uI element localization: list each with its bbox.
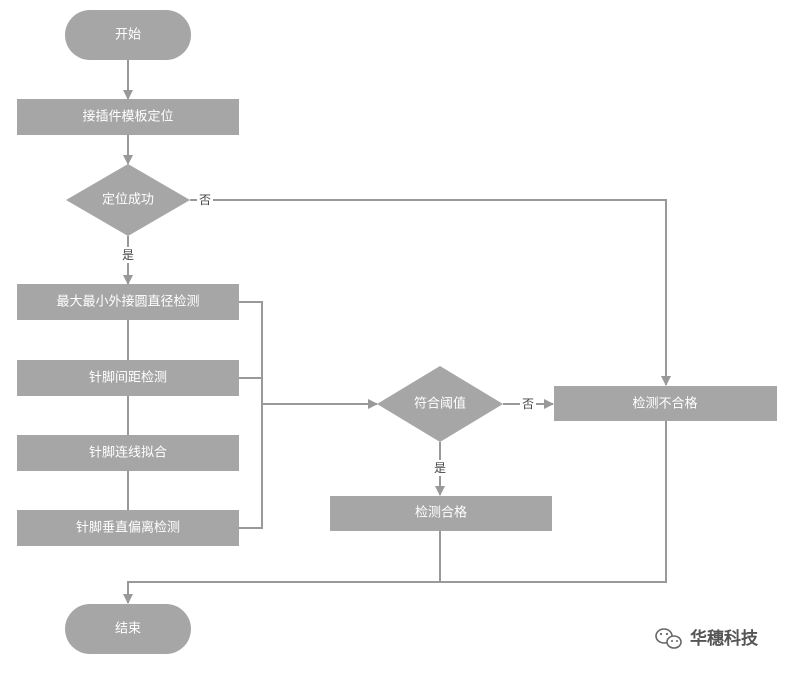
watermark-text: 华穗科技 [690, 628, 759, 649]
decision-shape [66, 164, 190, 236]
node-threshold: 符合阈值 [377, 366, 503, 442]
node-start: 开始 [65, 10, 191, 60]
node-locate-template-label: 接插件模板定位 [82, 109, 173, 125]
label-background [520, 396, 536, 412]
process-shape [17, 360, 239, 396]
node-pin-spacing-label: 针脚间距检测 [89, 370, 167, 386]
terminal-shape [65, 10, 191, 60]
terminal-shape [65, 604, 191, 654]
label-background [432, 460, 448, 476]
label-background [197, 192, 213, 208]
edge-label-locate-yes: 是 [122, 248, 134, 262]
node-locate-success-label: 定位成功 [102, 193, 154, 208]
node-pin-line-fit: 针脚连线拟合 [17, 435, 239, 471]
node-locate-success: 定位成功 [66, 164, 190, 236]
node-qualified: 检测合格 [330, 496, 552, 531]
process-shape [17, 99, 239, 135]
node-start-label: 开始 [115, 28, 141, 43]
wechat-icon [655, 628, 682, 649]
edge-qualified-to-end [123, 531, 441, 604]
node-pin-perpendicular-label: 针脚垂直偏离检测 [76, 520, 180, 536]
node-circle-diameter: 最大最小外接圆直径检测 [17, 284, 239, 320]
edge-label-locate-no: 否 [199, 193, 211, 207]
node-unqualified: 检测不合格 [554, 386, 777, 421]
edge-label-threshold-no: 否 [522, 397, 534, 411]
edge-unqualified-to-end [440, 421, 667, 583]
connectors [123, 60, 671, 604]
process-shape [17, 435, 239, 471]
node-pin-spacing: 针脚间距检测 [17, 360, 239, 396]
node-pin-perpendicular: 针脚垂直偏离检测 [17, 510, 239, 546]
node-locate-template: 接插件模板定位 [17, 99, 239, 135]
edge-bracket [238, 301, 263, 529]
node-unqualified-label: 检测不合格 [632, 396, 697, 412]
node-end-label: 结束 [115, 622, 141, 637]
label-background [120, 247, 136, 263]
node-circle-diameter-label: 最大最小外接圆直径检测 [56, 294, 199, 310]
node-end: 结束 [65, 604, 191, 654]
watermark: 华穗科技 [655, 628, 759, 649]
process-shape [17, 510, 239, 546]
node-qualified-label: 检测合格 [415, 505, 467, 521]
node-threshold-label: 符合阈值 [414, 396, 466, 412]
process-shape [330, 496, 552, 531]
node-pin-line-fit-label: 针脚连线拟合 [89, 445, 167, 461]
process-shape [554, 386, 777, 421]
edge-label-threshold-yes: 是 [434, 461, 446, 475]
decision-shape [377, 366, 503, 442]
edge-locate-no [190, 199, 671, 386]
process-shape [17, 284, 239, 320]
